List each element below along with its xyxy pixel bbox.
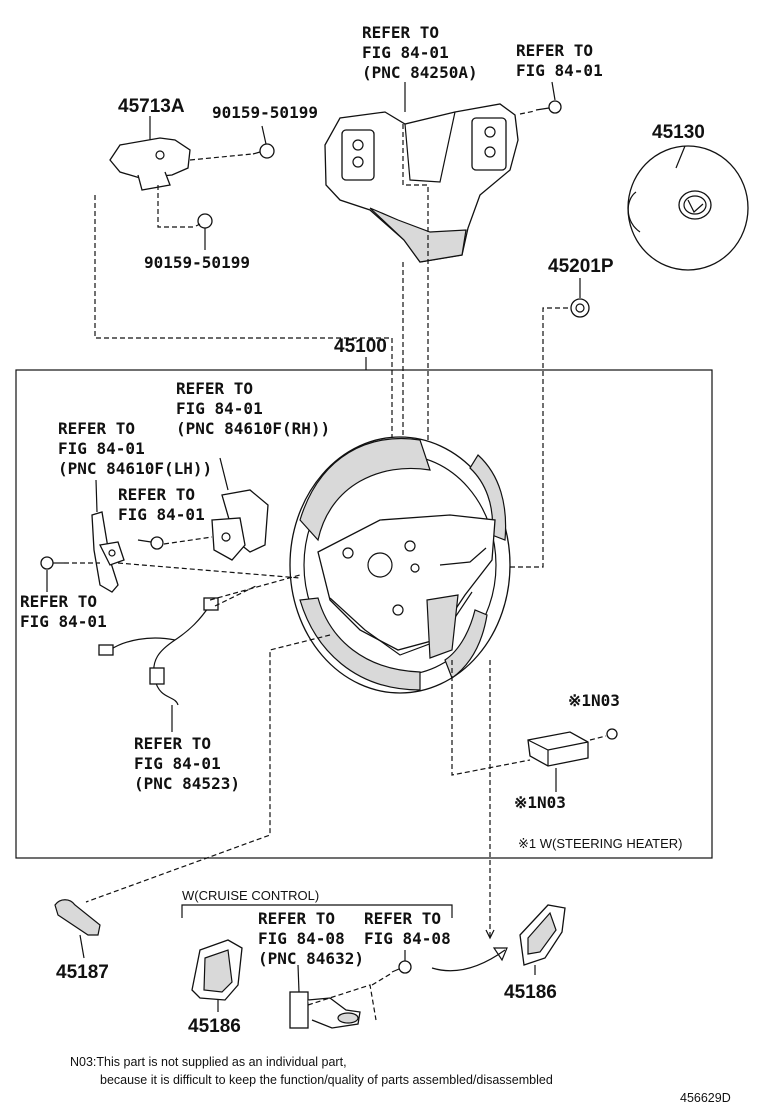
ref-harness-l1: REFER TO — [134, 734, 211, 753]
ref-top-right-l2: FIG 84-01 — [516, 61, 603, 80]
nut-45201P — [570, 298, 590, 318]
part-45186-left: 45186 — [188, 1016, 241, 1037]
part-N03-top: ※1N03 — [568, 691, 620, 710]
ref-screw-mid-l1: REFER TO — [118, 485, 195, 504]
ref-screw-left-l2: FIG 84-01 — [20, 612, 107, 631]
cover-45186-right — [519, 904, 566, 966]
wire-harness — [98, 574, 301, 706]
heater-ecu-N03 — [527, 728, 618, 767]
cruise-group-label: W(CRUISE CONTROL) — [182, 888, 319, 903]
screw-left — [40, 556, 301, 579]
ref-lh-l1: REFER TO — [58, 419, 135, 438]
steering-wheel-drawing — [289, 436, 511, 694]
part-45186-right: 45186 — [504, 982, 557, 1003]
cover-45186-left — [191, 939, 243, 1001]
footnote-line1: N03:This part is not supplied as an indi… — [70, 1055, 347, 1069]
paddle-lh — [91, 511, 125, 593]
box-note: ※1 W(STEERING HEATER) — [518, 836, 683, 851]
cover-45187 — [54, 899, 101, 936]
ref-top-center-l2: FIG 84-01 — [362, 43, 449, 62]
ref-rh-l1: REFER TO — [176, 379, 253, 398]
ref-cruise-switch-l1: REFER TO — [258, 909, 335, 928]
ref-rh-l3: (PNC 84610F(RH)) — [176, 419, 330, 438]
airbag-45130 — [627, 145, 749, 271]
ref-cruise-screw-l1: REFER TO — [364, 909, 441, 928]
ref-top-center-l3: (PNC 84250A) — [362, 63, 478, 82]
ref-lh-l2: FIG 84-01 — [58, 439, 145, 458]
part-45201P: 45201P — [548, 256, 614, 277]
cruise-group-bracket — [181, 904, 453, 918]
footnote-line2: because it is difficult to keep the func… — [100, 1073, 553, 1087]
part-45130: 45130 — [652, 122, 705, 143]
ref-harness-l2: FIG 84-01 — [134, 754, 221, 773]
ref-top-right-l1: REFER TO — [516, 41, 593, 60]
screw-mid — [137, 536, 213, 550]
screw-top-right — [519, 100, 562, 115]
ref-top-center-l1: REFER TO — [362, 23, 439, 42]
part-45713A: 45713A — [118, 96, 185, 117]
figure-id: 456629D — [680, 1091, 731, 1105]
bolt-90159-top — [189, 143, 275, 161]
ref-screw-mid-l2: FIG 84-01 — [118, 505, 205, 524]
ref-screw-left-l1: REFER TO — [20, 592, 97, 611]
ref-rh-l2: FIG 84-01 — [176, 399, 263, 418]
ref-cruise-screw-l2: FIG 84-08 — [364, 929, 451, 948]
cruise-switch — [289, 984, 377, 1029]
part-45187: 45187 — [56, 962, 109, 983]
part-N03-bottom: ※1N03 — [514, 793, 566, 812]
switch-bezel-drawing — [324, 103, 519, 263]
ref-harness-l3: (PNC 84523) — [134, 774, 240, 793]
ref-cruise-switch-l3: (PNC 84632) — [258, 949, 364, 968]
screw-cruise — [371, 960, 412, 986]
part-90159-top: 90159-50199 — [212, 103, 318, 122]
paddle-rh — [211, 489, 269, 561]
part-45100: 45100 — [334, 336, 387, 357]
bolt-90159-bottom — [157, 185, 213, 229]
ref-cruise-switch-l2: FIG 84-08 — [258, 929, 345, 948]
assembly-frame — [15, 369, 713, 859]
part-90159-bottom: 90159-50199 — [144, 253, 250, 272]
ref-lh-l3: (PNC 84610F(LH)) — [58, 459, 212, 478]
bracket-45713A — [109, 137, 191, 191]
